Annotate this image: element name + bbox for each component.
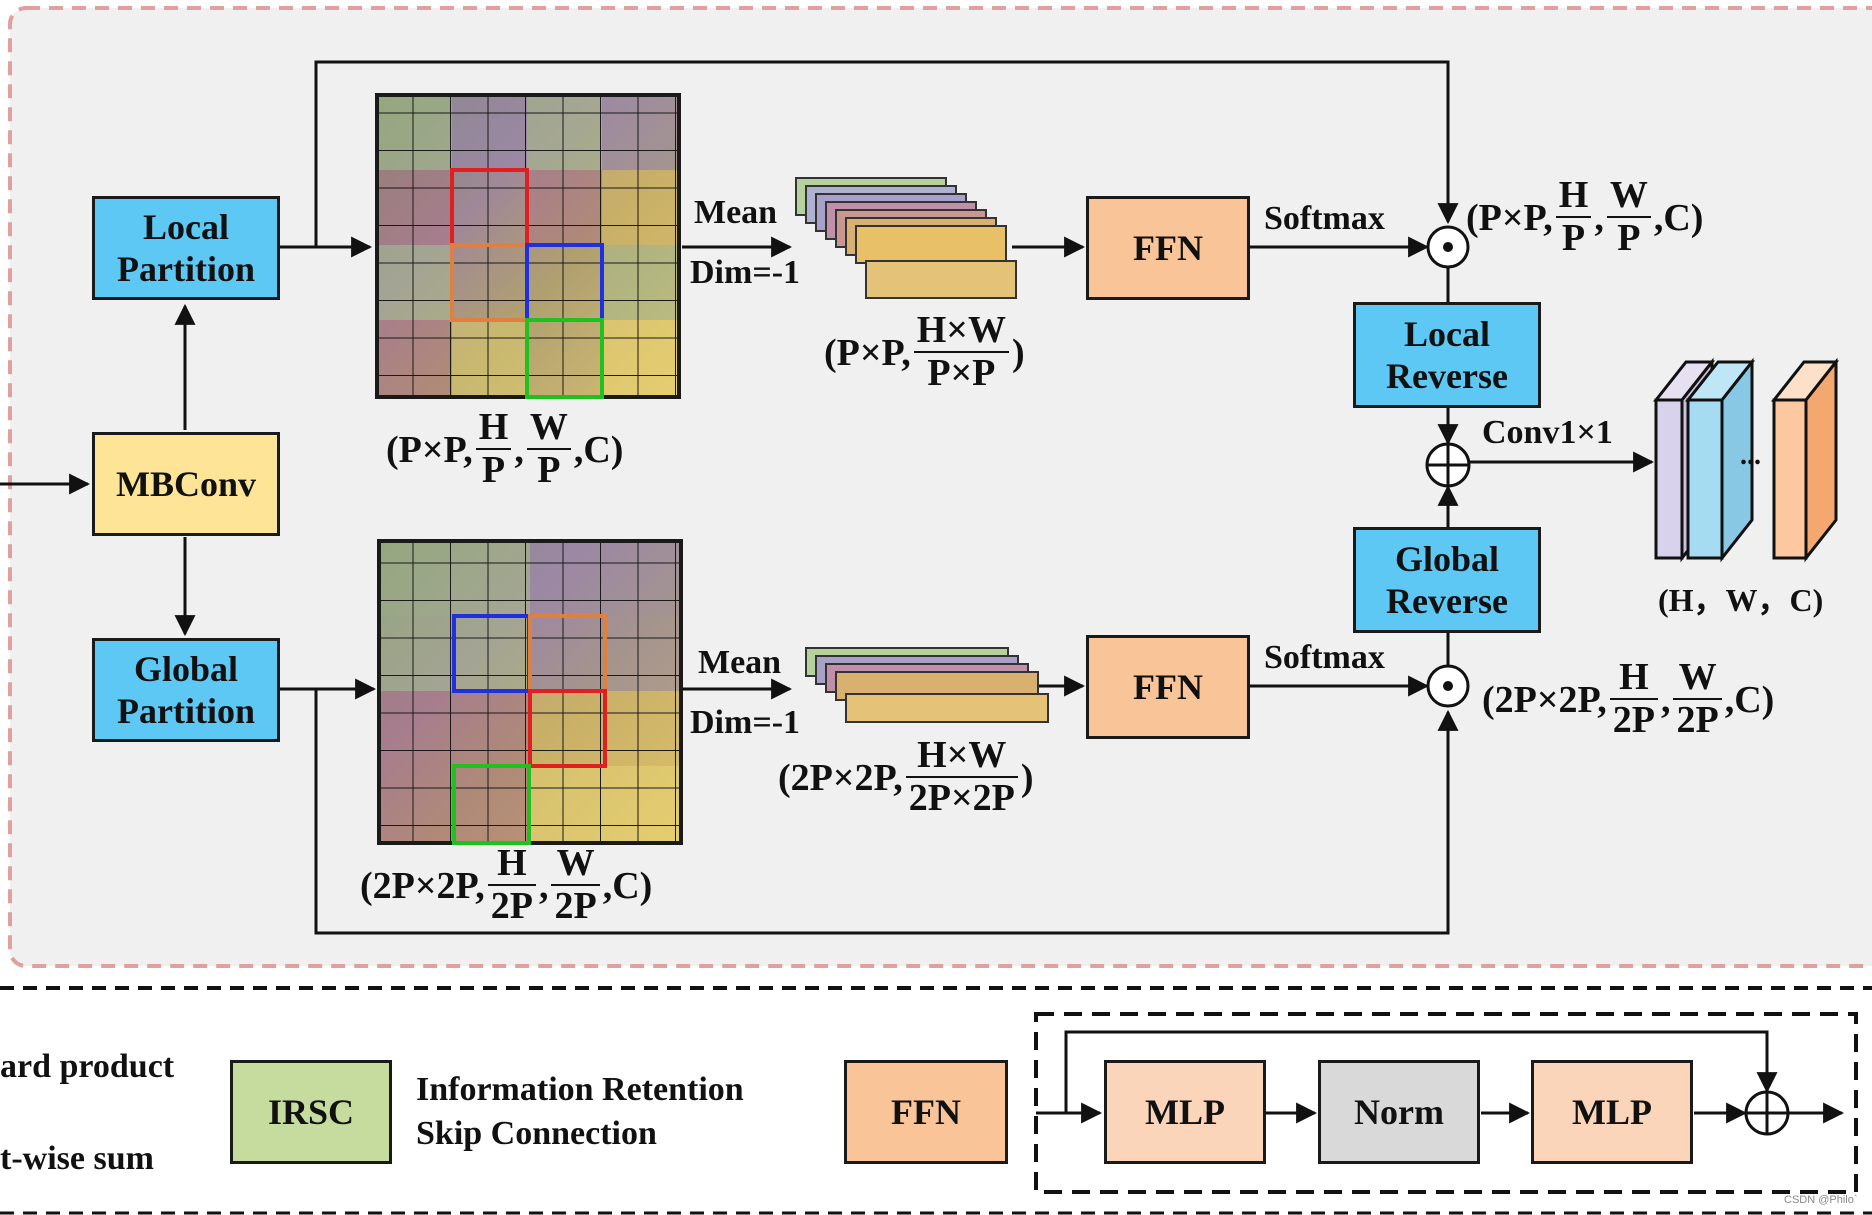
- legend-mlp2-box: MLP: [1531, 1060, 1693, 1164]
- output-ellipsis: ...: [1740, 440, 1761, 471]
- main-panel: [8, 6, 1872, 968]
- conv-label: Conv1×1: [1482, 414, 1613, 451]
- global-reverse-block: Global Reverse: [1353, 527, 1541, 633]
- output-feature-slabs: [1652, 357, 1840, 563]
- legend-irsc-box: IRSC: [230, 1060, 392, 1164]
- global-partition-grid: [377, 539, 683, 845]
- ffn-bottom-block: FFN: [1086, 635, 1250, 739]
- legend-hadamard-text: ard product: [0, 1048, 175, 1085]
- global-mean-stack: [805, 647, 1049, 723]
- mean-label-bottom: Mean: [698, 644, 782, 681]
- local-partition-grid: [375, 93, 681, 399]
- dim-label-top: Dim=-1: [690, 254, 801, 291]
- output-shape-label: (H，W，C): [1658, 582, 1824, 618]
- legend-norm-box: Norm: [1318, 1060, 1480, 1164]
- legend-elementwise-text: t-wise sum: [0, 1140, 154, 1177]
- legend-ffn-box: FFN: [844, 1060, 1008, 1164]
- legend-mlp1-box: MLP: [1104, 1060, 1266, 1164]
- local-mean-stack: [795, 177, 1017, 299]
- local-reverse-block: Local Reverse: [1353, 302, 1541, 408]
- softmax-label-bottom: Softmax: [1264, 639, 1385, 676]
- mean-label-top: Mean: [694, 194, 778, 231]
- ffn-top-block: FFN: [1086, 196, 1250, 300]
- global-partition-block: Global Partition: [92, 638, 280, 742]
- dim-label-bottom: Dim=-1: [690, 704, 801, 741]
- mbconv-block: MBConv: [92, 432, 280, 536]
- softmax-label-top: Softmax: [1264, 200, 1385, 237]
- watermark: CSDN @Philo`: [1784, 1194, 1858, 1206]
- legend-irsc-text: Information Retention Skip Connection: [416, 1071, 744, 1153]
- local-partition-block: Local Partition: [92, 196, 280, 300]
- ffn-detail-frame: [1034, 1012, 1858, 1194]
